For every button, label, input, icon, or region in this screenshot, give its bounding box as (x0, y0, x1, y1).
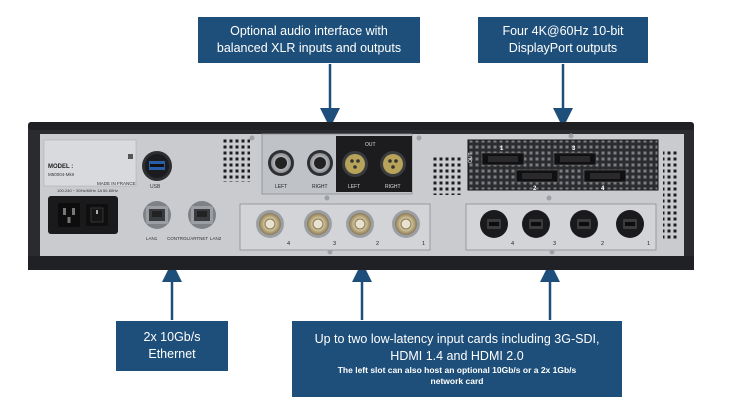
model-number: M50004-MkII (48, 172, 74, 177)
ethernet-callout-line1: 2x 10Gb/s (143, 330, 201, 344)
displayport-callout: Four 4K@60Hz 10-bit DisplayPort outputs (478, 17, 648, 63)
bnc-connector-1 (392, 210, 420, 238)
hdmi3-label: 3 (553, 241, 556, 247)
screw (549, 249, 555, 255)
label-plate (43, 139, 137, 187)
audio-callout-line1: Optional audio interface with (230, 24, 388, 38)
displayport-callout-line2: DisplayPort outputs (508, 41, 618, 55)
xlr-input-right (307, 150, 333, 176)
vent-left-top (222, 138, 250, 182)
ethernet-callout: 2x 10Gb/s Ethernet (116, 321, 228, 371)
input-cards-callout: Up to two low-latency input cards includ… (292, 321, 622, 397)
bnc-connector-3 (304, 210, 332, 238)
bnc-connector-4 (256, 210, 284, 238)
chassis-top-strip (28, 122, 694, 130)
xlr-output-left (342, 151, 368, 177)
ethernet-port-control (188, 201, 216, 229)
power-rating-label: 100-240 ~ 50Hz/60Hz 1A 50-60Hz (57, 188, 118, 193)
power-inlet (48, 196, 118, 234)
screw (416, 135, 422, 141)
hdmi-connector-1 (616, 210, 644, 238)
dp-out-label: OUT (468, 152, 474, 163)
usb-port (142, 151, 172, 181)
xlr-output-right (380, 151, 406, 177)
audio-out-label: OUT (365, 142, 376, 148)
dp1-label: 1 (500, 146, 504, 152)
displayport-4 (583, 169, 627, 183)
audio-in-left-label: LEFT (275, 184, 287, 190)
control-label: CONTROL/ARTNET (167, 236, 208, 241)
screw (327, 249, 333, 255)
sdi4-label: 4 (287, 241, 290, 247)
screw (546, 195, 552, 201)
displayport-1 (481, 152, 525, 166)
dp2-label: 2 (533, 186, 537, 192)
sdi1-label: 1 (422, 241, 425, 247)
hdmi4-label: 4 (511, 241, 514, 247)
dp4-label: 4 (601, 186, 605, 192)
hdmi1-label: 1 (647, 241, 650, 247)
audio-callout-line2: balanced XLR inputs and outputs (216, 41, 402, 55)
dp3-label: 3 (572, 146, 576, 152)
sdi2-label: 2 (376, 241, 379, 247)
screw (324, 195, 330, 201)
displayport-2 (515, 169, 559, 183)
usb-label: USB (150, 184, 161, 190)
ethernet-callout-line2: Ethernet (148, 347, 196, 361)
input-cards-callout-line2: HDMI 1.4 and HDMI 2.0 (390, 349, 524, 363)
ethernet-port-lan1 (143, 201, 171, 229)
input-cards-note-line1: The left slot can also host an optional … (337, 365, 577, 375)
hdmi-connector-4 (480, 210, 508, 238)
made-in-label: MADE IN FRANCE (97, 181, 136, 186)
lan1-label: LAN1 (146, 236, 158, 241)
bnc-connector-2 (346, 210, 374, 238)
audio-out-right-label: RIGHT (385, 184, 401, 190)
displayport-3 (553, 152, 597, 166)
audio-in-right-label: RIGHT (312, 184, 328, 190)
vent-right (663, 150, 679, 240)
screw (249, 135, 255, 141)
hdmi-connector-2 (570, 210, 598, 238)
lan2-label: LAN2 (210, 236, 222, 241)
sdi3-label: 3 (333, 241, 336, 247)
xlr-input-left (268, 150, 294, 176)
hdmi2-label: 2 (601, 241, 604, 247)
audio-out-left-label: LEFT (348, 184, 360, 190)
displayport-callout-line1: Four 4K@60Hz 10-bit (502, 24, 624, 38)
model-label: MODEL : (48, 164, 73, 170)
input-cards-callout-line1: Up to two low-latency input cards includ… (314, 332, 600, 346)
input-cards-note-line2: network card (430, 376, 484, 386)
vent-left-mid (433, 155, 461, 195)
hdmi-connector-3 (522, 210, 550, 238)
screw (568, 133, 574, 139)
audio-interface-callout: Optional audio interface with balanced X… (198, 17, 420, 63)
lock-icon (128, 154, 133, 159)
